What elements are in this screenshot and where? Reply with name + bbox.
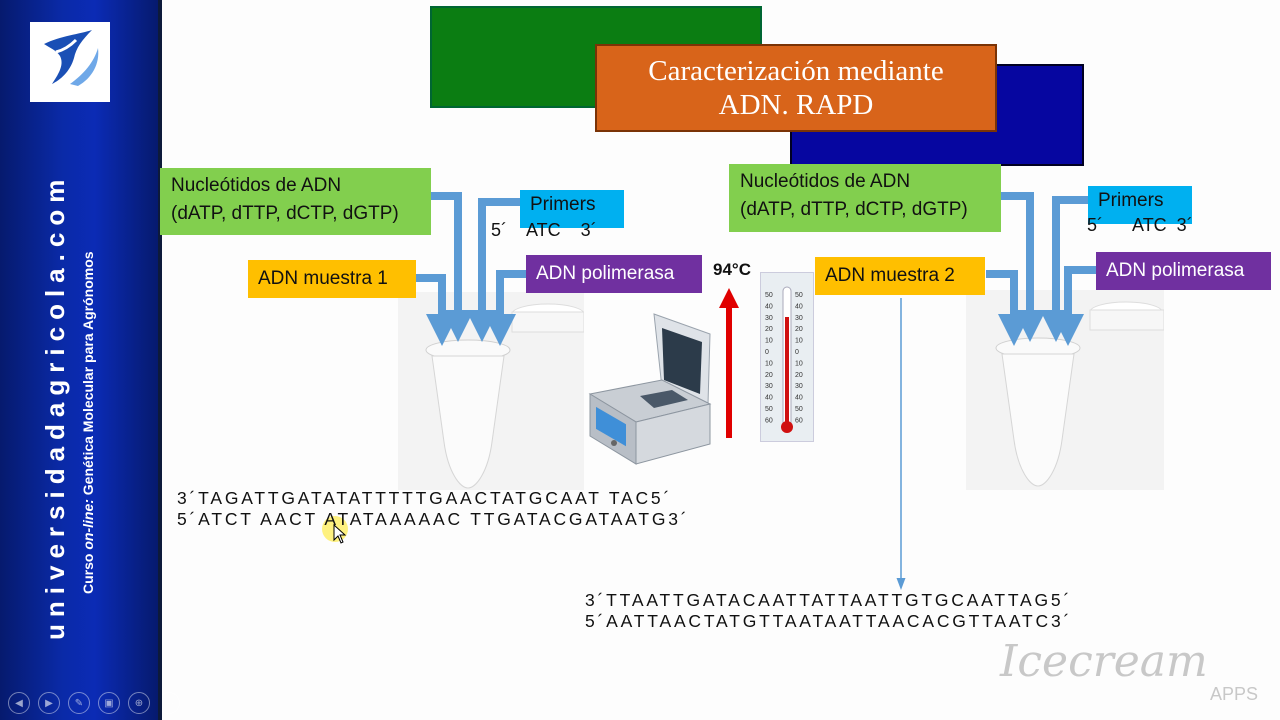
title-line-1: Caracterización mediante xyxy=(648,55,944,87)
left-polymerase-label: ADN polimerasa xyxy=(526,255,702,293)
left-sample-label: ADN muestra 1 xyxy=(248,260,416,298)
university-logo-icon xyxy=(30,22,110,102)
left-nucleotides-label: Nucleótidos de ADN (dATP, dTTP, dCTP, dG… xyxy=(160,168,431,235)
thermometer-icon: 50 50 40 40 30 30 20 20 10 10 0 0 10 10 20 20 30 30 40 40 50… xyxy=(760,272,814,442)
slide-navigation: ◀ ▶ ✎ ▣ ⊕ ··· xyxy=(0,688,228,718)
temperature-label: 94°C xyxy=(713,260,751,279)
thermometer-tick-left: 50 xyxy=(765,292,773,299)
watermark-sub: APPS xyxy=(1210,684,1259,704)
left-nucleotides-line-1: Nucleótidos de ADN xyxy=(171,175,342,196)
slide-title: Caracterización mediante ADN. RAPD xyxy=(595,44,997,132)
dna-sample-1-bottom-strand: 5´ATCT AACT ATATAAAAAC TTGATACGATAATG3´ xyxy=(177,509,690,529)
thermometer-tick-right: 10 xyxy=(795,338,803,345)
sidebar-divider xyxy=(158,0,162,720)
thermometer-tick-right: 20 xyxy=(795,372,803,379)
right-sample-label: ADN muestra 2 xyxy=(815,257,985,295)
right-nucleotides-line-1: Nucleótidos de ADN xyxy=(740,171,911,192)
thermometer-tick-left: 20 xyxy=(765,326,773,333)
mouse-cursor-icon xyxy=(333,523,347,549)
thermometer-tick-left: 40 xyxy=(765,303,773,310)
right-nucleotides-label: Nucleótidos de ADN (dATP, dTTP, dCTP, dG… xyxy=(729,164,1001,232)
forward-icon[interactable]: ▶ xyxy=(38,692,60,714)
sidebar: universidadagricola.com Curso on-line: G… xyxy=(0,0,180,720)
thermometer-tick-left: 40 xyxy=(765,395,773,402)
zoom-icon[interactable]: ⊕ xyxy=(128,692,150,714)
dna-sample-2-top-strand: 3´TTAATTGATACAATTATTAATTGTGCAATTAG5´ xyxy=(585,590,1073,610)
thermometer-tick-left: 60 xyxy=(765,417,773,424)
watermark-logo: Icecream xyxy=(1000,636,1208,687)
right-primers-label: Primers xyxy=(1088,186,1192,224)
slides-icon[interactable]: ▣ xyxy=(98,692,120,714)
dna-sample-1-top-strand: 3´TAGATTGATATATTTTTGAACTATGCAAT TAC5´ xyxy=(177,488,673,508)
title-line-2: ADN. RAPD xyxy=(718,89,874,121)
thermometer-tick-left: 10 xyxy=(765,338,773,345)
left-primer-sequence: 5´ ATC 3´ xyxy=(491,220,597,240)
thermometer-tick-right: 40 xyxy=(795,395,803,402)
thermometer-tick-right: 50 xyxy=(795,292,803,299)
dna-sample-2-bottom-strand: 5´AATTAACTATGTTAATAATTAACACGTTAATC3´ xyxy=(585,611,1073,631)
thermometer-tick-right: 10 xyxy=(795,360,803,367)
right-nucleotides-line-2: (dATP, dTTP, dCTP, dGTP) xyxy=(740,199,968,220)
thermometer-tick-left: 0 xyxy=(765,349,769,356)
thermometer-tick-right: 50 xyxy=(795,406,803,413)
thermometer-tick-right: 60 xyxy=(795,417,803,424)
thermometer-tick-left: 10 xyxy=(765,360,773,367)
right-polymerase-label: ADN polimerasa xyxy=(1096,252,1271,290)
thermometer-tick-left: 20 xyxy=(765,372,773,379)
thermometer-tick-right: 40 xyxy=(795,303,803,310)
left-primers-label: Primers xyxy=(520,190,624,228)
thermometer-tick-left: 30 xyxy=(765,315,773,322)
thermometer-tick-right: 20 xyxy=(795,326,803,333)
thermometer-tick-right: 0 xyxy=(795,349,799,356)
thermometer-tick-left: 30 xyxy=(765,383,773,390)
thermocycler-icon xyxy=(584,308,716,468)
back-icon[interactable]: ◀ xyxy=(8,692,30,714)
pen-icon[interactable]: ✎ xyxy=(68,692,90,714)
right-primer-sequence: 5´ ATC 3´ xyxy=(1087,215,1193,235)
left-nucleotides-line-2: (dATP, dTTP, dCTP, dGTP) xyxy=(171,203,399,224)
thermometer-tick-right: 30 xyxy=(795,383,803,390)
thermometer-tick-right: 30 xyxy=(795,315,803,322)
thermometer-tick-left: 50 xyxy=(765,406,773,413)
